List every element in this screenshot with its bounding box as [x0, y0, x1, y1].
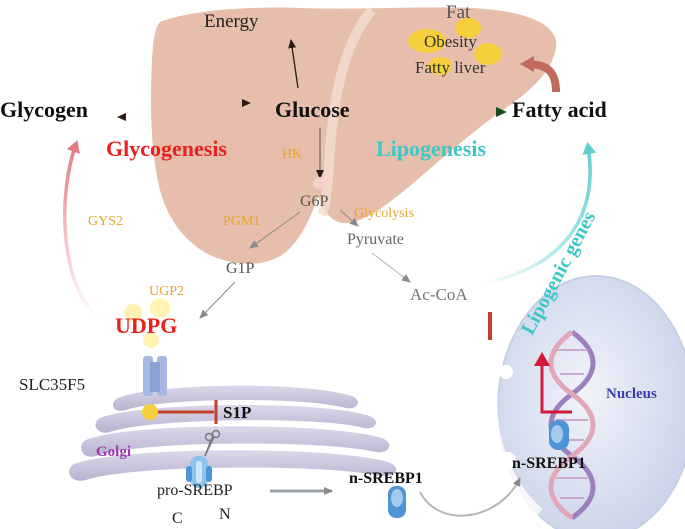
label-g1p: G1P [226, 260, 255, 277]
arrow-pyruvate-acoa [371, 252, 411, 283]
label-glycolysis: Glycolysis [354, 206, 414, 221]
label-g6p: G6P [300, 193, 329, 210]
label-udpg: UDPG [115, 313, 177, 338]
arrow-g6p-g1p [249, 211, 301, 249]
slc35f5-transporter-icon [143, 356, 167, 396]
fat-droplet [428, 57, 452, 75]
label-n-srebp1-nucleus: n-SREBP1 [512, 455, 586, 472]
label-lipogenesis: Lipogenesis [376, 136, 486, 161]
label-fat: Fat [446, 2, 471, 23]
label-c-terminal: C [172, 510, 183, 527]
arrow-g6p-pyruvate [339, 209, 359, 227]
arc-udpg-glycogen [63, 140, 102, 320]
label-glycogen: Glycogen [0, 97, 88, 122]
udpg-sphere [150, 298, 170, 318]
udpg-in-golgi [142, 404, 158, 420]
activation-arrow [534, 352, 572, 414]
label-pgm1: PGM1 [223, 214, 260, 229]
label-pro-srebp: pro-SREBP [157, 482, 233, 499]
liver-lobe-divide [317, 6, 376, 217]
label-pyruvate: Pyruvate [347, 231, 404, 248]
label-hk: HK [282, 147, 302, 162]
arrow-g1p-udpg [199, 281, 236, 319]
n-srebp1-nucleus-icon [549, 420, 569, 450]
label-obesity: Obesity [424, 32, 477, 51]
udpg-sphere [143, 332, 159, 348]
nuclear-envelope [489, 327, 543, 516]
label-n-terminal: N [219, 506, 231, 523]
g6p-bubble [313, 177, 327, 189]
pro-srebp-icon [186, 456, 212, 488]
label-s1p: S1P [223, 403, 251, 422]
fat-droplet [455, 18, 481, 38]
label-ugp2: UGP2 [149, 284, 184, 299]
golgi-apparatus [69, 385, 397, 481]
arrow-fatty-acid-fat [520, 56, 560, 93]
nuclear-pore [499, 365, 513, 379]
nucleus [497, 275, 685, 529]
scissors-icon [204, 429, 221, 457]
udpg-sphere [124, 304, 142, 322]
label-glycogenesis: Glycogenesis [106, 136, 227, 161]
label-slc35f5: SLC35F5 [19, 375, 85, 394]
fat-droplet [474, 43, 502, 65]
label-golgi: Golgi [96, 444, 131, 460]
label-energy: Energy [204, 11, 259, 32]
label-glucose: Glucose [275, 97, 350, 122]
liver-shape [150, 7, 557, 264]
label-gys2: GYS2 [88, 214, 123, 229]
label-n-srebp1: n-SREBP1 [349, 470, 423, 487]
arrow-n-srebp1-nucleus [419, 477, 521, 517]
arc-acoa-fatty-acid [477, 142, 597, 286]
label-fatty-acid: Fatty acid [512, 97, 607, 122]
label-ac-coa: Ac-CoA [410, 285, 468, 304]
arrow-glucose-energy [288, 39, 299, 89]
fat-droplet [408, 29, 446, 53]
n-srebp1-icon [388, 486, 406, 518]
label-nucleus: Nucleus [606, 386, 657, 402]
nuclear-pore [500, 452, 516, 468]
label-fatty-liver: Fatty liver [415, 58, 486, 77]
